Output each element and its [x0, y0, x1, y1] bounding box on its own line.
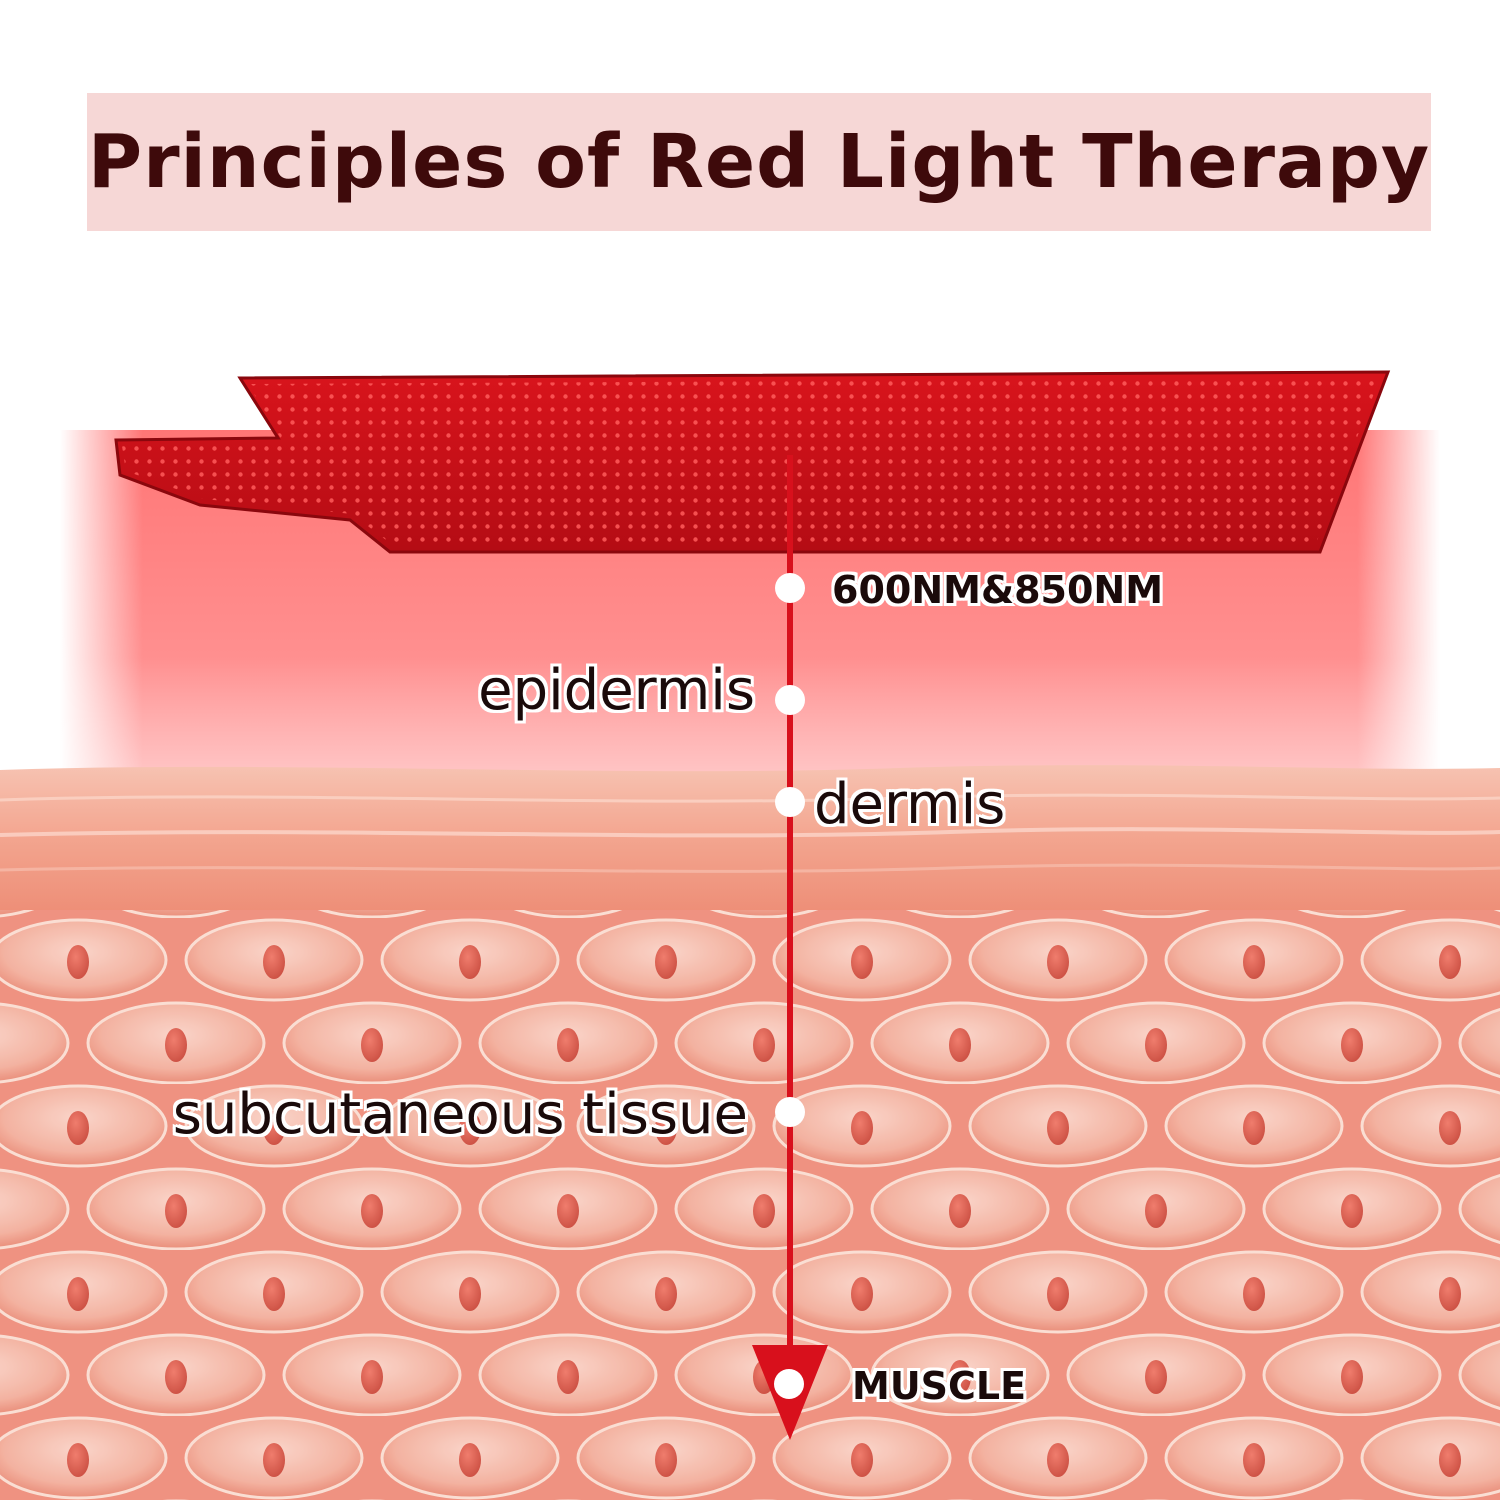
wavelength-label: 600NM&850NM [832, 568, 1164, 612]
marker-epidermis [775, 685, 805, 715]
marker-subcutaneous [775, 1097, 805, 1127]
skin-wave-line [0, 793, 1500, 803]
dermis-label: dermis [814, 772, 1006, 837]
skin-wave-line [0, 827, 1500, 838]
title-banner: Principles of Red Light Therapy [87, 93, 1431, 231]
subcutaneous-label: subcutaneous tissue [172, 1082, 748, 1147]
muscle-label: MUSCLE [852, 1364, 1027, 1408]
skin-wave-line [0, 863, 1500, 873]
led-panel-edge [114, 370, 1391, 554]
epidermis-label: epidermis [478, 658, 755, 723]
marker-dermis [775, 787, 805, 817]
subcutaneous-tissue-layer [0, 910, 1500, 1500]
marker-wavelength [775, 573, 805, 603]
page-title: Principles of Red Light Therapy [87, 119, 1431, 205]
subcutaneous-tissue-shade [0, 910, 1500, 1500]
marker-muscle [774, 1369, 804, 1399]
epidermis-layer [0, 765, 1500, 910]
led-array [122, 378, 1380, 546]
